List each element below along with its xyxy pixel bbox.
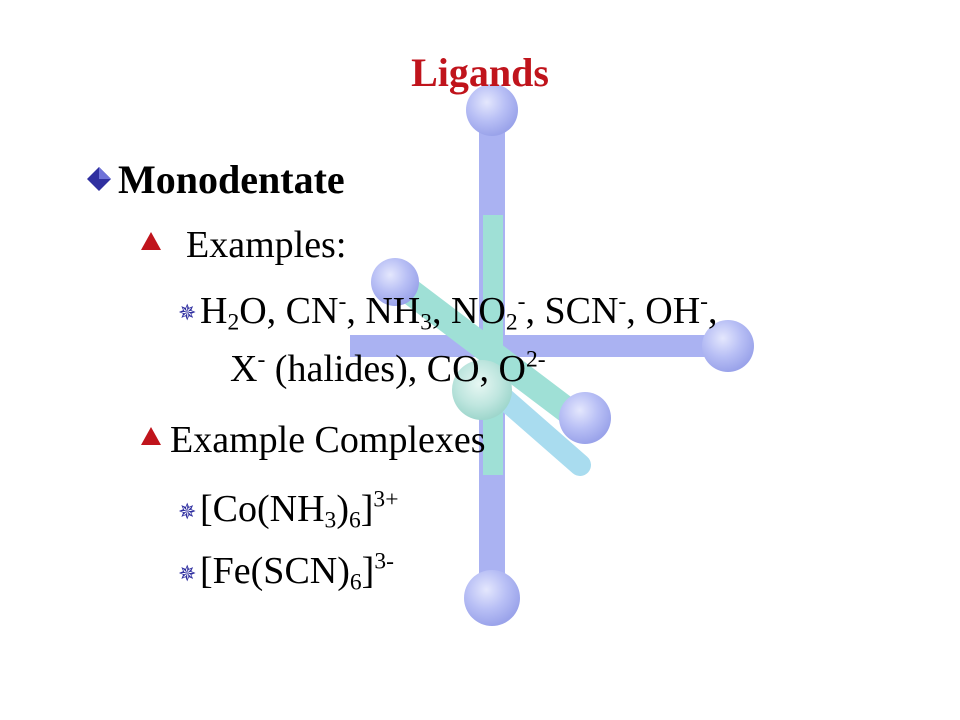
ligand-list-line-2: X- (halides), CO, O2- bbox=[230, 346, 546, 390]
asterisk-star-icon: ✵ bbox=[178, 300, 197, 325]
atom-right bbox=[702, 320, 754, 372]
bond-horizontal bbox=[350, 335, 730, 357]
bond-diagonal-lower bbox=[489, 384, 591, 476]
caret-icon bbox=[141, 427, 161, 445]
atom-center bbox=[452, 360, 512, 420]
atom-top bbox=[466, 84, 518, 136]
bond-vertical-teal bbox=[483, 215, 503, 475]
heading-monodentate: Monodentate bbox=[118, 157, 345, 202]
complex-cobalt: [Co(NH3)6]3+ bbox=[200, 486, 399, 534]
asterisk-star-icon: ✵ bbox=[178, 499, 197, 524]
diamond-icon bbox=[87, 167, 111, 191]
examples-label: Examples: bbox=[186, 224, 347, 266]
atom-front bbox=[559, 392, 611, 444]
complexes-label: Example Complexes bbox=[170, 419, 486, 461]
slide-title: Ligands bbox=[411, 50, 549, 95]
atom-left bbox=[371, 258, 419, 306]
asterisk-star-icon: ✵ bbox=[178, 561, 197, 586]
ligand-list-line-1: H2O, CN-, NH3, NO2-, SCN-, OH-, bbox=[200, 288, 718, 336]
complex-iron: [Fe(SCN)6]3- bbox=[200, 548, 394, 596]
atom-bottom bbox=[464, 570, 520, 626]
caret-icon bbox=[141, 232, 161, 250]
